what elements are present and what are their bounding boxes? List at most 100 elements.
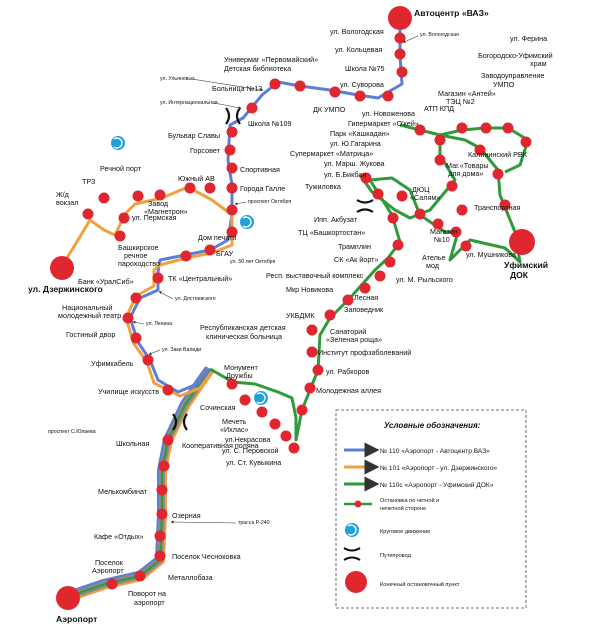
stop-label: Гостиный двор bbox=[66, 330, 115, 339]
legend-overpass-icon bbox=[343, 547, 361, 561]
stop-dot bbox=[154, 189, 166, 201]
stop-dot bbox=[392, 239, 404, 251]
legend-overpass: Путепровод bbox=[380, 553, 412, 559]
legend-terminal-icon bbox=[345, 571, 367, 593]
stop-dot bbox=[474, 144, 486, 156]
stop-label: Заповедник bbox=[344, 305, 384, 314]
stop-label: мод bbox=[426, 261, 440, 270]
stop-dot bbox=[204, 244, 216, 256]
stop-dot bbox=[446, 180, 458, 192]
stop-dot bbox=[354, 90, 366, 102]
stop-label: Мечеть bbox=[222, 417, 247, 426]
stop-label: молодежный театр bbox=[58, 311, 121, 320]
stop-label: ул. Ст. Кувыкина bbox=[226, 458, 281, 467]
stop-label: Санаторий bbox=[330, 327, 366, 336]
stop-dot bbox=[156, 508, 168, 520]
stop-label: для дома» bbox=[448, 169, 483, 178]
stop-label: пароходство bbox=[118, 259, 160, 268]
street-label: ул. Вологодская bbox=[420, 32, 459, 38]
stop-label: Национальный bbox=[62, 303, 112, 312]
stop-dot bbox=[256, 406, 268, 418]
stop-label: ул. С. Перовской bbox=[222, 446, 279, 455]
legend-stop-1: Остановка по четной и bbox=[380, 497, 439, 504]
stop-label: Озерная bbox=[172, 511, 201, 520]
stop-label: Города Галле bbox=[240, 184, 285, 193]
stop-label: Мкр Новикова bbox=[286, 285, 333, 294]
stop-dot bbox=[359, 282, 371, 294]
stop-dot bbox=[162, 434, 174, 446]
stop-dot bbox=[280, 430, 292, 442]
stop-label: Универмаг «Первомайский» bbox=[224, 55, 318, 64]
stop-label: Трамплин bbox=[338, 242, 371, 251]
stop-label: Лесная bbox=[354, 293, 378, 302]
stop-label: Монумент bbox=[224, 363, 258, 372]
legend-r110c: № 110с «Аэропорт - Уфимский ДОК» bbox=[380, 481, 494, 489]
stop-dot bbox=[184, 182, 196, 194]
stop-label: Школа №75 bbox=[345, 64, 385, 73]
stop-dot bbox=[520, 136, 532, 148]
stop-dot bbox=[312, 364, 324, 376]
stop-dot bbox=[360, 172, 372, 184]
street-labels: ул. Вологодская ул. Ульяновых ул. Интерн… bbox=[48, 32, 459, 526]
stop-dot bbox=[456, 204, 468, 216]
stop-dot bbox=[154, 550, 166, 562]
stop-dot bbox=[239, 394, 251, 406]
stop-label: ул. Рабкоров bbox=[326, 367, 370, 376]
stop-label: Бульвар Славы bbox=[168, 131, 220, 140]
stop-label: ул. Марш. Жукова bbox=[324, 159, 385, 168]
stop-label: Поселок bbox=[95, 558, 124, 567]
stop-dot bbox=[306, 324, 318, 336]
stop-label: Республиканская детская bbox=[200, 323, 286, 332]
stop-dot bbox=[372, 188, 384, 200]
overpass-icon bbox=[172, 413, 188, 431]
stop-label: ул.Некрасова bbox=[225, 435, 270, 444]
stop-label: Горсовет bbox=[190, 146, 221, 155]
overpasses bbox=[172, 107, 374, 431]
stop-label: речное bbox=[124, 251, 147, 260]
legend-r101: № 101 «Аэропорт - ул. Дзержинского» bbox=[380, 465, 498, 472]
stop-dot bbox=[414, 124, 426, 136]
stop-dot bbox=[180, 250, 192, 262]
stop-label: Тужиловка bbox=[305, 182, 341, 191]
terminal-label-airport: Аэропорт bbox=[56, 614, 97, 624]
stop-label: Детская библиотека bbox=[224, 64, 291, 73]
stop-dot bbox=[384, 256, 396, 268]
stop-dot bbox=[130, 292, 142, 304]
street-label: проспект Октября bbox=[248, 199, 291, 205]
stop-dot bbox=[396, 190, 408, 202]
stop-dot bbox=[396, 66, 408, 78]
stop-dot bbox=[382, 90, 394, 102]
stop-label: Заводоуправление bbox=[481, 71, 544, 80]
stop-label: Институт профзаболеваний bbox=[318, 348, 411, 357]
stop-dot bbox=[434, 134, 446, 146]
stop-label: Банк «УралСиб» bbox=[78, 277, 134, 286]
stop-label: Больница №13 bbox=[212, 84, 262, 93]
stop-label: Уфимкабель bbox=[91, 359, 134, 368]
stop-label: Парк «Кашкадан» bbox=[330, 129, 390, 138]
terminal-label-dzerzh: ул. Дзержинского bbox=[28, 284, 103, 294]
stop-label: Дом печати bbox=[198, 233, 236, 242]
stop-label: Богородско-Уфимский bbox=[478, 51, 553, 60]
stop-label: УКБДМК bbox=[286, 311, 315, 320]
stop-label: клиническая больница bbox=[206, 332, 282, 341]
stop-label: ул. Новоженова bbox=[362, 109, 415, 118]
stop-dot bbox=[374, 270, 386, 282]
stop-dot bbox=[246, 102, 258, 114]
stop-label: Поселок Чесноковка bbox=[172, 552, 241, 561]
stop-label: вокзал bbox=[56, 198, 78, 207]
stop-dot bbox=[106, 578, 118, 590]
terminal-ufa-dok bbox=[509, 229, 535, 255]
stop-label: Ипп. Акбузат bbox=[314, 215, 358, 224]
stop-label: храм bbox=[530, 59, 547, 68]
stop-dot bbox=[224, 144, 236, 156]
stop-dot bbox=[329, 86, 341, 98]
stop-label: аэропорт bbox=[134, 598, 165, 607]
stop-dot bbox=[122, 312, 134, 324]
street-label: проспект С.Юлаева bbox=[48, 429, 96, 435]
stop-label: Южный АВ bbox=[178, 174, 215, 183]
terminal-airport bbox=[56, 586, 80, 610]
stop-dot bbox=[456, 122, 468, 134]
stop-label: ул. Пермская bbox=[132, 213, 177, 222]
stop-labels: ул. Вологодская ул. Кольцевая Школа №75 … bbox=[56, 27, 553, 607]
